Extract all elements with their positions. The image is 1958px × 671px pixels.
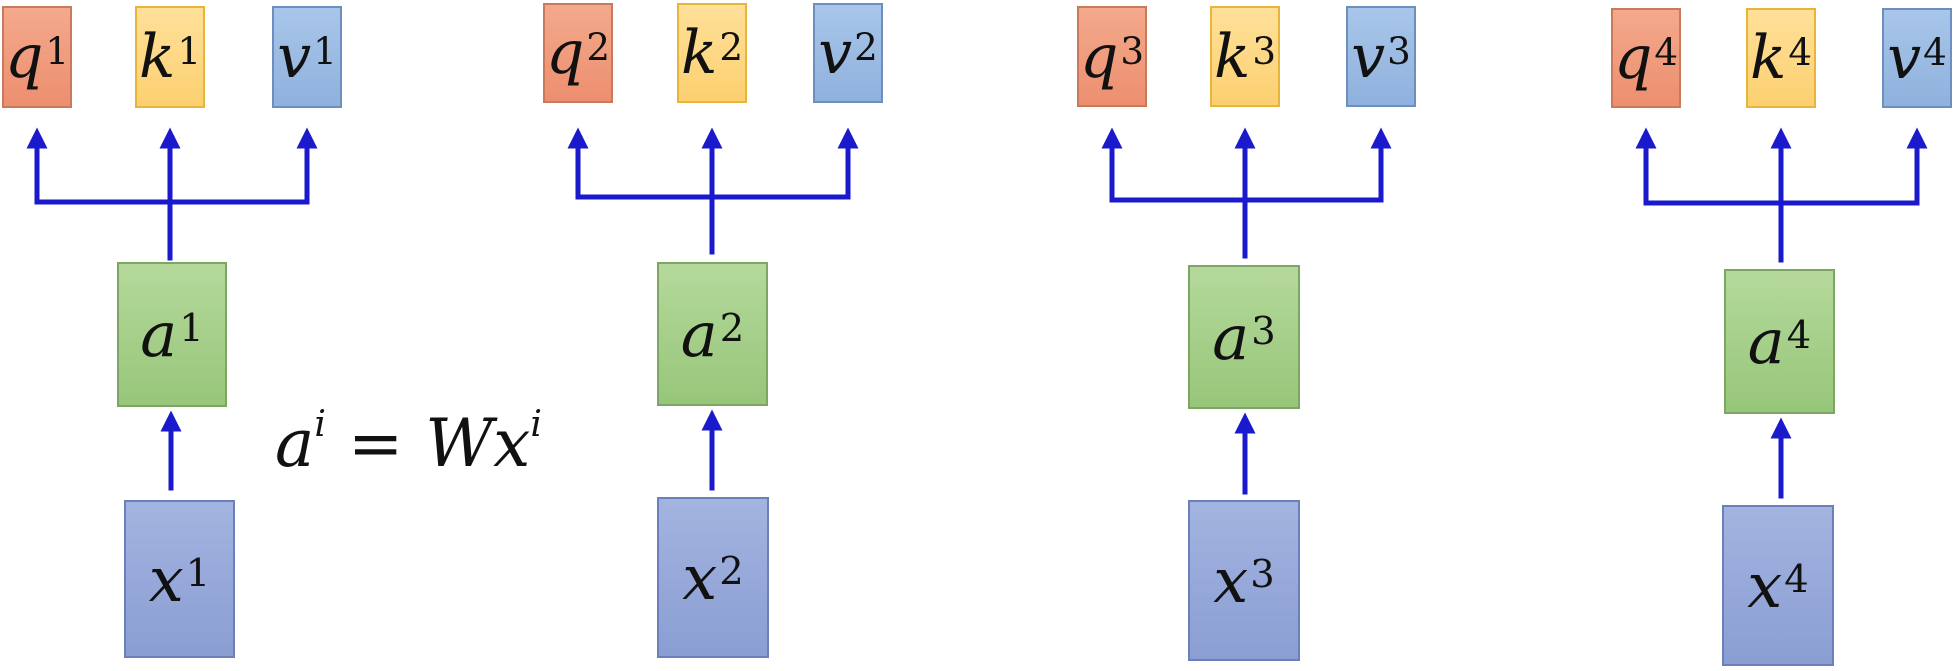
query-index: 4	[1654, 30, 1679, 75]
formula-equals: =	[347, 405, 404, 482]
embedding-index: 3	[1251, 308, 1276, 354]
embedding-index: 4	[1786, 313, 1812, 359]
input-label: x	[1213, 544, 1249, 617]
key-label: k	[1749, 23, 1787, 93]
embedding-index: 1	[179, 306, 204, 352]
embedding-label: a	[680, 297, 718, 371]
query-index: 2	[586, 25, 611, 70]
value-index: 2	[854, 25, 878, 70]
query-label: q	[1079, 21, 1119, 92]
value-label: v	[1887, 23, 1922, 93]
formula-lhs-index: i	[314, 401, 326, 445]
key-label: k	[138, 22, 176, 92]
value-index: 3	[1387, 28, 1411, 73]
value-label: v	[818, 18, 853, 88]
formula-rhs-index: i	[530, 401, 542, 445]
key-index: 4	[1788, 30, 1813, 75]
query-label: q	[1613, 23, 1653, 93]
value-index: 1	[313, 29, 337, 74]
input-label: x	[682, 541, 718, 614]
embedding-label: a	[1212, 300, 1250, 374]
key-index: 3	[1252, 28, 1277, 73]
input-index: 2	[719, 549, 744, 595]
formula-lhs: a	[275, 405, 315, 482]
input-label: x	[148, 542, 184, 616]
key-index: 2	[719, 25, 744, 70]
query-index: 3	[1120, 28, 1145, 73]
key-label: k	[680, 18, 718, 88]
input-index: 3	[1250, 552, 1275, 598]
query-label: q	[545, 18, 585, 88]
embedding-label: a	[1747, 305, 1785, 378]
value-index: 4	[1923, 30, 1947, 75]
input-label: x	[1747, 549, 1783, 622]
value-label: v	[277, 22, 312, 92]
input-index: 1	[185, 550, 211, 596]
key-index: 1	[177, 29, 202, 74]
embedding-index: 2	[719, 305, 745, 351]
query-label: q	[4, 22, 44, 92]
value-label: v	[1351, 21, 1386, 92]
query-index: 1	[45, 29, 70, 74]
embedding-formula: ai=Wxi	[275, 401, 542, 482]
key-label: k	[1213, 21, 1251, 92]
formula-rhs: Wx	[425, 405, 531, 482]
embedding-label: a	[140, 298, 178, 371]
input-index: 4	[1784, 557, 1809, 603]
